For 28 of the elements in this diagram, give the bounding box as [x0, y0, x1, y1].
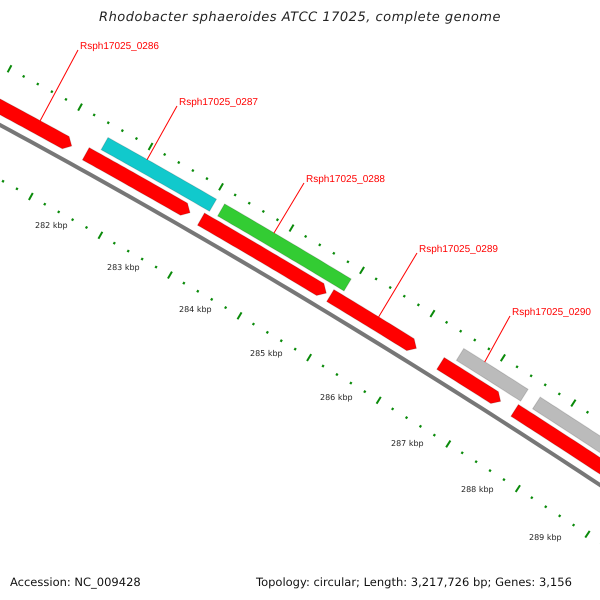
title: Rhodobacter sphaeroides ATCC 17025, complete genome [98, 10, 502, 25]
gene-label: Rsph17025_0286 [80, 41, 159, 52]
leader-line [484, 316, 510, 362]
scale-label: 285 kbp [250, 349, 283, 358]
scale-label: 283 kbp [107, 263, 140, 272]
gene-block [82, 146, 191, 216]
gene-block [196, 212, 327, 296]
scale-label: 288 kbp [461, 485, 494, 494]
gene-label: Rsph17025_0288 [306, 174, 385, 185]
gene-block [456, 348, 529, 402]
scale-label: 286 kbp [320, 393, 353, 402]
gene-block [100, 136, 217, 212]
scale-label: 289 kbp [529, 533, 562, 542]
leader-line [40, 50, 78, 122]
scale-label: 282 kbp [35, 221, 68, 230]
leader-line [378, 252, 418, 318]
gene-label: Rsph17025_0289 [419, 244, 498, 255]
gene-block [216, 203, 352, 292]
gene-label: Rsph17025_0290 [512, 307, 591, 318]
gene-block [326, 288, 417, 352]
leader-line [146, 106, 178, 160]
scale-label: 287 kbp [391, 439, 424, 448]
gene-label: Rsph17025_0287 [179, 97, 258, 108]
gene-block [436, 356, 502, 404]
scale-label: 284 kbp [179, 305, 212, 314]
footer-text: Topology: circular; Length: 3,217,726 bp; Genes: 3,156 [256, 575, 572, 589]
footer-text: Accession: NC_009428 [10, 575, 141, 589]
leader-line [273, 182, 304, 234]
